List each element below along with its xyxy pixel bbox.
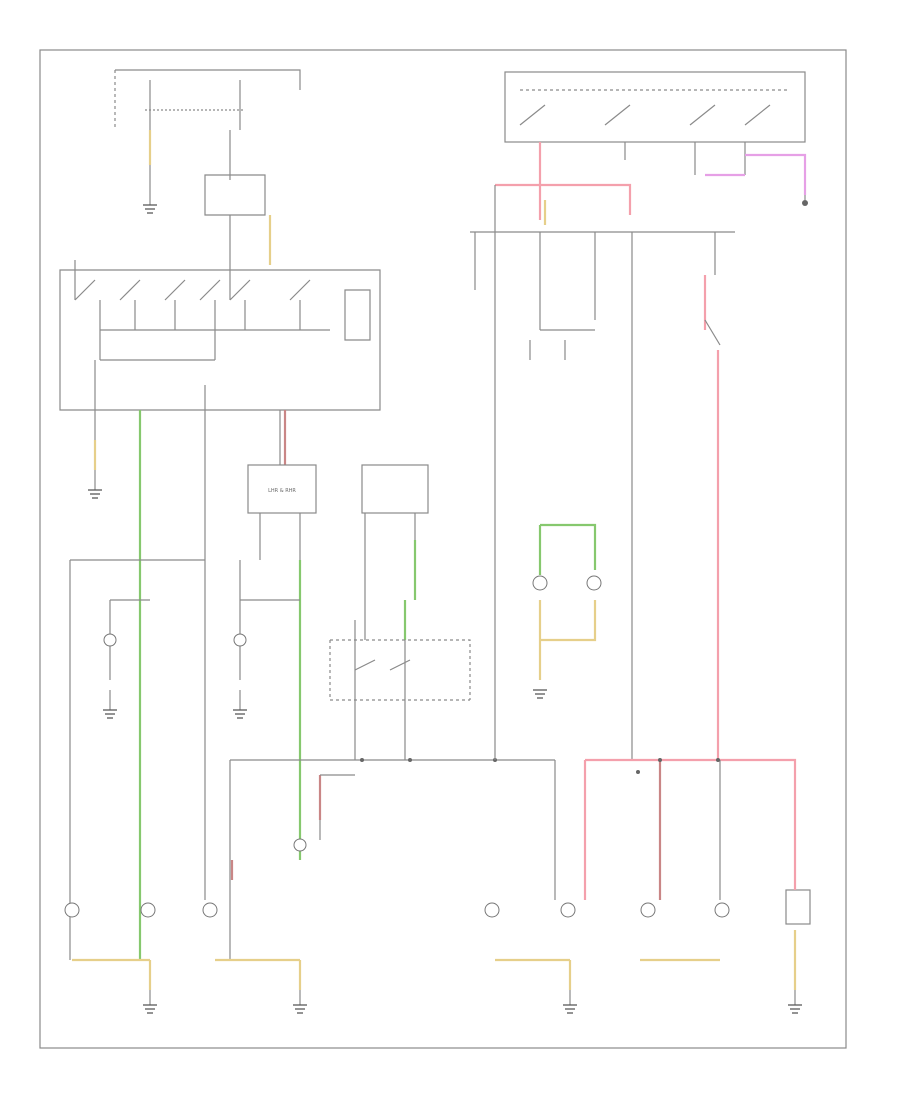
hazard-switch-box: [59, 260, 381, 411]
ground-symbol: [143, 204, 157, 214]
control-module-box: [361, 464, 429, 640]
bottom-lamp-row: [64, 860, 811, 925]
ground-4: [788, 1004, 802, 1014]
flasher-relay-box: LHR & RHR: [247, 464, 317, 860]
lamp-left-1: [103, 633, 117, 647]
center-switch-cluster: [329, 620, 471, 760]
right-middle-lamps: [532, 523, 602, 699]
ground-3: [563, 1004, 577, 1014]
ground-2: [293, 1004, 307, 1014]
diagram-frame: [39, 49, 847, 1049]
right-fuse-row: [470, 231, 735, 760]
top-right-switch-bank: [494, 71, 807, 760]
left-ground-stub: [88, 410, 102, 499]
top-left-switch-group: [114, 69, 301, 300]
wire-magenta-1: [745, 153, 807, 195]
fuse-block-label: LHR & RHR: [268, 488, 296, 494]
left-lamp-section: [69, 559, 300, 960]
lamp-left-2: [233, 633, 247, 647]
ground-1: [143, 1004, 157, 1014]
lamp-module-right: [785, 889, 811, 925]
lamp-center: [293, 838, 307, 852]
